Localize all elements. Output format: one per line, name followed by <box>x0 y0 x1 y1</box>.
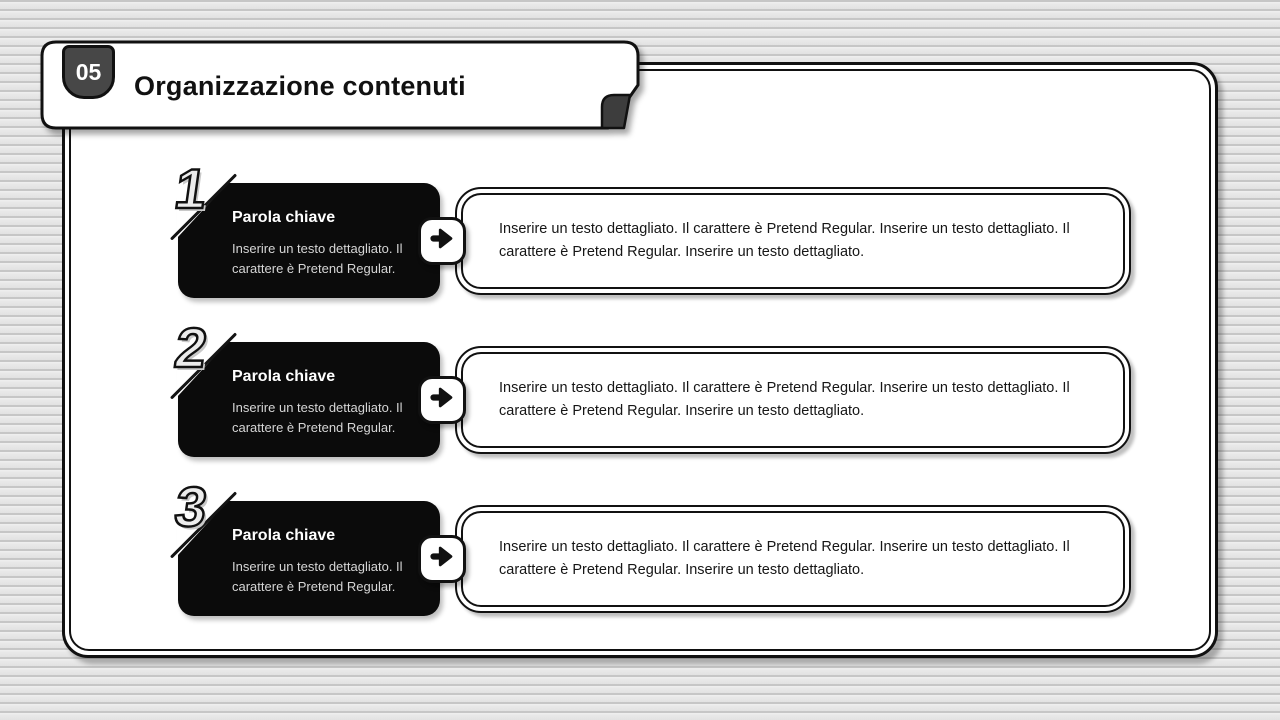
slide-number-badge: 05 <box>62 45 115 99</box>
keyword-title: Parola chiave <box>232 209 336 226</box>
arrow-button-3 <box>418 535 466 583</box>
detail-text: Inserire un testo dettagliato. Il caratt… <box>499 221 1070 260</box>
header-tab <box>40 40 640 130</box>
detail-box-1: Inserire un testo dettagliato. Il caratt… <box>455 187 1131 295</box>
detail-text: Inserire un testo dettagliato. Il caratt… <box>499 539 1070 578</box>
slide-content-card: Parola chiave Inserire un testo dettagli… <box>62 62 1218 658</box>
keyword-box-1: Parola chiave Inserire un testo dettagli… <box>178 183 440 298</box>
header-tab-shape <box>40 40 640 130</box>
arrow-right-icon <box>429 225 456 257</box>
keyword-box-2: Parola chiave Inserire un testo dettagli… <box>178 342 440 457</box>
row-number-2: 2 <box>170 315 213 381</box>
detail-text: Inserire un testo dettagliato. Il caratt… <box>499 380 1070 419</box>
folded-corner-icon <box>600 93 632 130</box>
keyword-summary: Inserire un testo dettagliato. Il caratt… <box>232 241 403 276</box>
slide-title: Organizzazione contenuti <box>134 71 466 101</box>
keyword-title: Parola chiave <box>232 368 336 385</box>
keyword-box-3: Parola chiave Inserire un testo dettagli… <box>178 501 440 616</box>
row-number-3: 3 <box>170 474 213 540</box>
row-number-1: 1 <box>170 156 213 222</box>
arrow-right-icon <box>429 543 456 575</box>
keyword-title: Parola chiave <box>232 527 336 544</box>
keyword-summary: Inserire un testo dettagliato. Il caratt… <box>232 559 403 594</box>
detail-box-3: Inserire un testo dettagliato. Il caratt… <box>455 505 1131 613</box>
keyword-summary: Inserire un testo dettagliato. Il caratt… <box>232 400 403 435</box>
detail-box-2: Inserire un testo dettagliato. Il caratt… <box>455 346 1131 454</box>
arrow-button-2 <box>418 376 466 424</box>
arrow-right-icon <box>429 384 456 416</box>
arrow-button-1 <box>418 217 466 265</box>
